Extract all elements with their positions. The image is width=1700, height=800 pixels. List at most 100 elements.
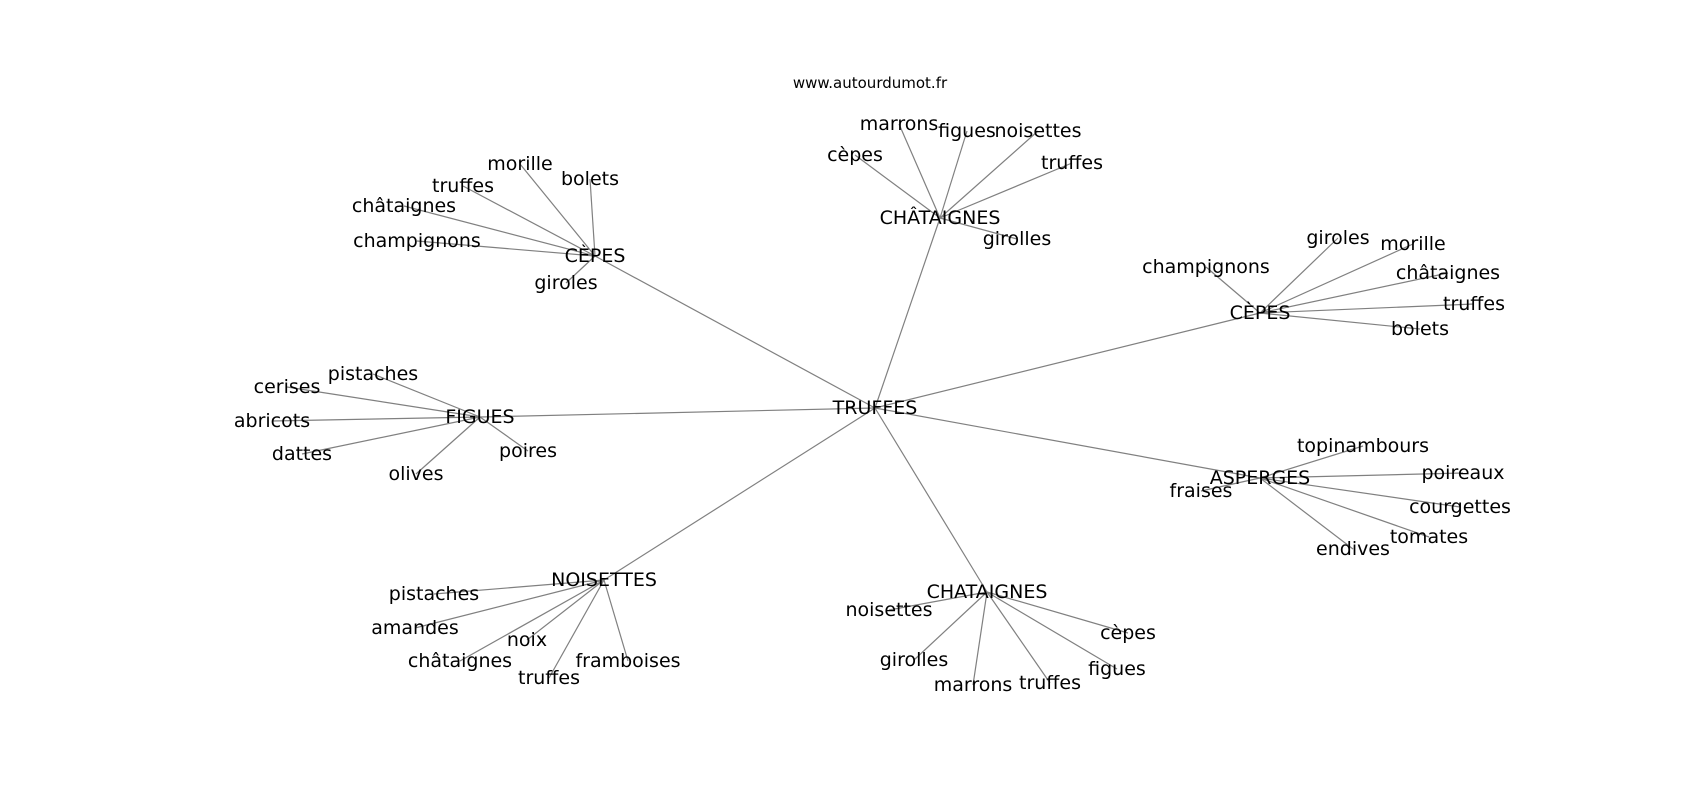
branch-edge xyxy=(939,130,1039,219)
leaf-node: truffes xyxy=(518,667,580,689)
branch-edge xyxy=(972,591,988,686)
leaf-node: champignons xyxy=(353,230,481,252)
leaf-node: girolles xyxy=(983,228,1052,250)
branch-edge xyxy=(271,416,481,422)
hub-node: ASPERGES xyxy=(1210,467,1311,489)
branch-edge xyxy=(888,591,988,611)
branch-edge xyxy=(301,416,481,455)
leaf-node: châtaignes xyxy=(352,195,456,217)
leaf-node: bolets xyxy=(561,168,619,190)
branch-edge xyxy=(403,205,596,257)
branch-edge xyxy=(986,591,1051,684)
leaf-node: morille xyxy=(1380,233,1445,255)
root-edge xyxy=(594,255,876,409)
leaf-node: tomates xyxy=(1390,526,1468,548)
leaf-node: figues xyxy=(1088,658,1146,680)
branch-edge xyxy=(854,154,941,219)
branch-edge xyxy=(526,579,605,641)
leaf-node: châtaignes xyxy=(1396,262,1500,284)
branch-edge xyxy=(986,591,1129,634)
leaf-node: champignons xyxy=(1142,256,1270,278)
hub-node: CÈPES xyxy=(565,244,626,267)
hub-node: CÈPES xyxy=(1230,301,1291,324)
branch-edge xyxy=(1200,477,1261,492)
leaf-node: giroles xyxy=(534,272,597,294)
branch-edge xyxy=(433,579,605,595)
leaf-node: framboises xyxy=(575,650,680,672)
leaf-node: marrons xyxy=(860,113,939,135)
branch-edge xyxy=(414,579,605,629)
branch-edge xyxy=(939,162,1073,219)
branch-edge xyxy=(1259,243,1414,314)
branch-edge xyxy=(986,591,1118,670)
leaf-node: truffes xyxy=(1041,152,1103,174)
branch-edge xyxy=(565,255,596,284)
leaf-node: truffes xyxy=(1019,672,1081,694)
branch-edge xyxy=(913,591,988,661)
root-node: TRUFFES xyxy=(832,397,918,419)
leaf-node: bolets xyxy=(1391,318,1449,340)
leaf-node: châtaignes xyxy=(408,650,512,672)
graph-labels: TRUFFESCÈPESchampignonschâtaignestruffes… xyxy=(234,113,1511,696)
branch-edge xyxy=(1259,312,1421,330)
branch-edge xyxy=(519,163,596,257)
branch-edge xyxy=(479,416,529,452)
branch-edge xyxy=(898,123,941,219)
leaf-node: endives xyxy=(1316,538,1390,560)
branch-edge xyxy=(939,217,1018,240)
branch-edge xyxy=(1259,477,1461,508)
branch-edge xyxy=(1259,237,1339,314)
leaf-node: courgettes xyxy=(1409,496,1511,518)
leaf-node: cerises xyxy=(254,376,321,398)
branch-edge xyxy=(1205,266,1261,314)
leaf-node: dattes xyxy=(272,443,332,465)
leaf-node: truffes xyxy=(1443,293,1505,315)
leaf-node: morille xyxy=(487,153,552,175)
root-edge xyxy=(874,312,1261,409)
leaf-node: figues xyxy=(938,120,996,142)
hub-node: NOISETTES xyxy=(551,569,657,591)
branch-edge xyxy=(939,130,968,219)
leaf-node: amandes xyxy=(371,617,459,639)
branch-edge xyxy=(462,185,596,257)
hub-node: CHÂTAIGNES xyxy=(880,206,1001,229)
leaf-node: topinambours xyxy=(1297,435,1429,457)
hub-node: CHATAIGNES xyxy=(927,581,1048,603)
root-edge xyxy=(874,217,941,409)
root-edge xyxy=(874,407,1261,479)
leaf-node: noix xyxy=(507,629,547,651)
leaf-node: truffes xyxy=(432,175,494,197)
hub-node: FIGUES xyxy=(445,406,514,428)
source-label: www.autourdumot.fr xyxy=(793,74,948,92)
leaf-node: giroles xyxy=(1306,227,1369,249)
branch-edge xyxy=(1259,272,1449,314)
leaf-node: cèpes xyxy=(1100,622,1156,644)
branch-edge xyxy=(1259,303,1475,314)
leaf-node: poires xyxy=(499,440,557,462)
leaf-node: noisettes xyxy=(994,120,1081,142)
leaf-node: poireaux xyxy=(1422,462,1505,484)
leaf-node: pistaches xyxy=(328,363,418,385)
branch-edge xyxy=(603,579,629,662)
leaf-node: abricots xyxy=(234,410,310,432)
leaf-node: marrons xyxy=(934,674,1013,696)
branch-edge xyxy=(1259,477,1354,550)
leaf-node: olives xyxy=(388,463,443,485)
branch-edge xyxy=(548,579,605,679)
branch-edge xyxy=(459,579,605,662)
branch-edge xyxy=(1259,445,1364,479)
branch-edge xyxy=(1259,472,1464,479)
leaf-node: girolles xyxy=(880,649,949,671)
branch-edge xyxy=(1259,477,1430,538)
leaf-node: cèpes xyxy=(827,144,883,166)
leaf-node: pistaches xyxy=(389,583,479,605)
root-edge xyxy=(479,407,876,418)
branch-edge xyxy=(416,240,596,257)
branch-edge xyxy=(415,416,481,475)
leaf-node: noisettes xyxy=(845,599,932,621)
branch-edge xyxy=(372,373,481,418)
branch-edge xyxy=(286,386,481,418)
root-edge xyxy=(874,407,988,593)
leaf-node: fraises xyxy=(1170,480,1233,502)
